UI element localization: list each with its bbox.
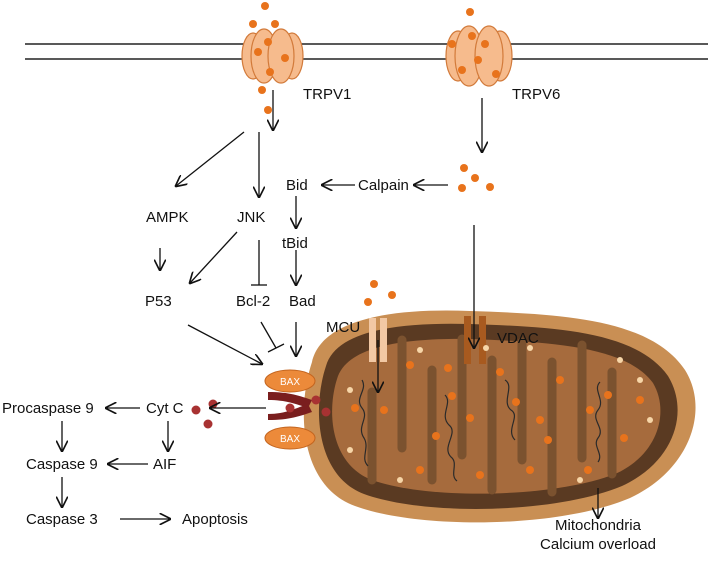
- bad-label: Bad: [289, 293, 316, 310]
- calcium-ions: [249, 2, 653, 483]
- cytc-label: Cyt C: [146, 400, 184, 417]
- mcu-label: MCU: [326, 319, 360, 336]
- pathway-arrows: [62, 90, 598, 519]
- bax-top-label: BAX: [280, 377, 300, 388]
- vdac-channel: [464, 316, 486, 364]
- caspase9-label: Caspase 9: [26, 456, 98, 473]
- ampk-label: AMPK: [146, 209, 189, 226]
- trpv1-label: TRPV1: [303, 86, 351, 103]
- calpain-label: Calpain: [358, 177, 409, 194]
- p53-label: P53: [145, 293, 172, 310]
- bax-pore: [264, 369, 316, 450]
- labels: TRPV1 TRPV6 AMPK JNK Bid Calpain tBid P5…: [2, 86, 656, 553]
- mcu-channel: [369, 318, 387, 362]
- overload-label-line2: Calcium overload: [540, 536, 656, 553]
- procaspase9-label: Procaspase 9: [2, 400, 94, 417]
- tbid-label: tBid: [282, 235, 308, 252]
- mitochondrion: [303, 310, 696, 523]
- jnk-label: JNK: [237, 209, 265, 226]
- trpv6-label: TRPV6: [512, 86, 560, 103]
- trpv1-channel: [241, 28, 304, 84]
- bax-bottom-ellipse: [264, 426, 316, 450]
- bid-label: Bid: [286, 177, 308, 194]
- caspase3-label: Caspase 3: [26, 511, 98, 528]
- cell-membrane: [25, 43, 708, 60]
- overload-label-line1: Mitochondria: [555, 517, 642, 534]
- bax-bottom-label: BAX: [280, 434, 300, 445]
- trpv6-channel: [445, 25, 513, 87]
- aif-label: AIF: [153, 456, 176, 473]
- bcl2-label: Bcl-2: [236, 293, 270, 310]
- vdac-label: VDAC: [497, 330, 539, 347]
- bax-top-ellipse: [264, 369, 316, 393]
- apoptosis-label: Apoptosis: [182, 511, 248, 528]
